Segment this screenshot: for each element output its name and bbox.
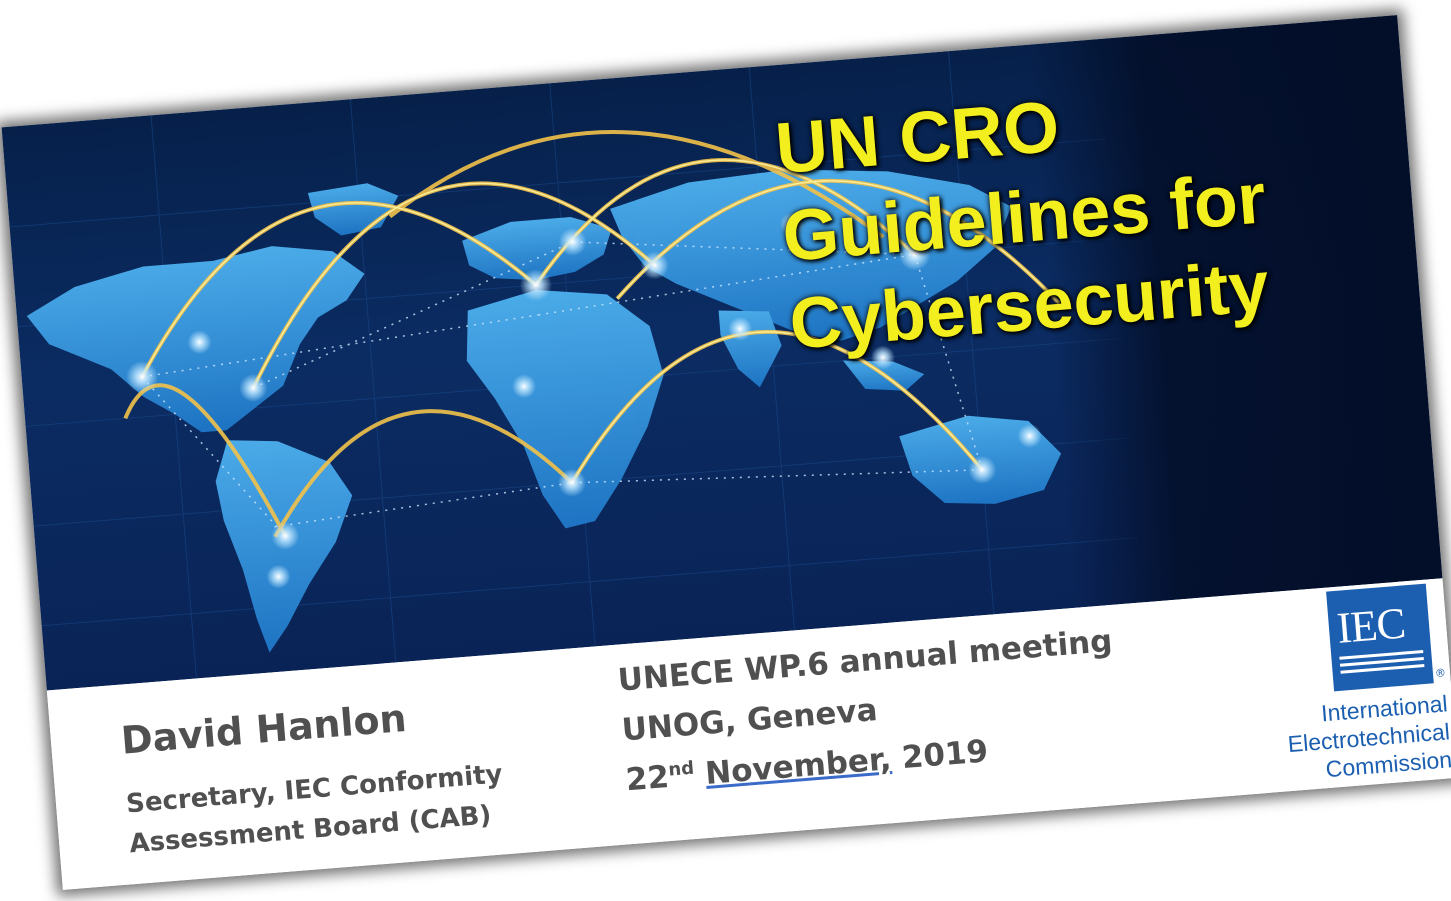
date-day: 22 bbox=[624, 758, 671, 799]
iec-logo-mark: IEC bbox=[1326, 583, 1434, 692]
registered-mark: ® bbox=[1434, 666, 1447, 681]
presentation-slide: UN CRO Guidelines for Cybersecurity Davi… bbox=[1, 15, 1451, 890]
title-banner: UN CRO Guidelines for Cybersecurity bbox=[1, 15, 1443, 691]
iec-logo: IEC ® International Electrotechnical Com… bbox=[1287, 579, 1451, 785]
presenter-name: David Hanlon bbox=[119, 695, 409, 763]
slide-title: UN CRO Guidelines for Cybersecurity bbox=[772, 56, 1411, 369]
world-network-map-image bbox=[9, 51, 1139, 679]
date-year: 2019 bbox=[900, 733, 990, 777]
date-month: November, bbox=[703, 741, 893, 792]
meeting-venue: UNOG, Geneva bbox=[620, 692, 879, 749]
date-suffix: nd bbox=[667, 757, 695, 781]
iec-logo-letters: IEC bbox=[1335, 598, 1407, 653]
